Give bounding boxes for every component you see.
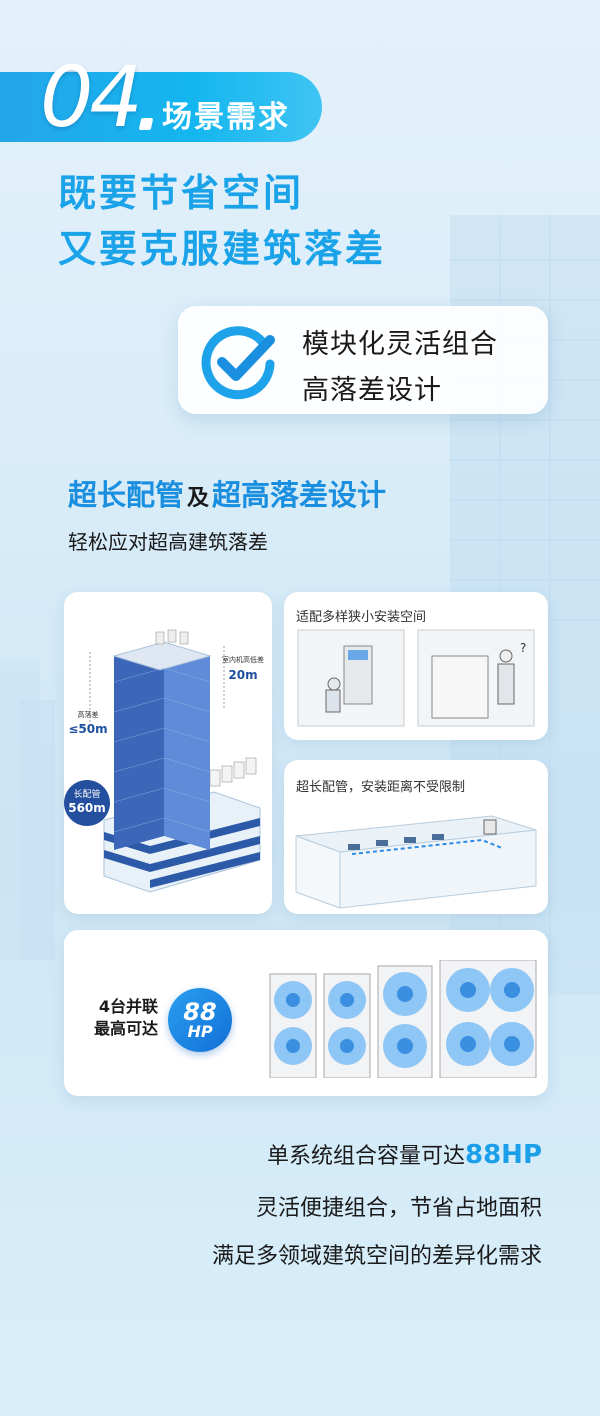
headline-line-2: 又要克服建筑落差: [58, 227, 387, 271]
indoor-diff-value: 20m: [228, 668, 258, 682]
building-card: 室内机高低差 20m 高落差 ≤50m 长配管 560m: [64, 592, 272, 914]
bottom-line-1-highlight: 88HP: [465, 1140, 542, 1170]
subtitle-join: 及: [187, 486, 210, 511]
number-dot: [138, 118, 154, 130]
space-card: 适配多样狭小安装空间 ?: [284, 592, 548, 740]
feature-line-1: 模块化灵活组合: [302, 329, 498, 360]
check-circle-icon: [201, 326, 275, 400]
pipe-label: 长配管: [73, 790, 101, 801]
indoor-diff-label: 室内机高低差: [222, 656, 264, 664]
headline-line-1: 既要节省空间: [58, 171, 305, 215]
subtitle-part-2: 超高落差设计: [212, 478, 387, 512]
pipe-card-title: 超长配管，安装距离不受限制: [296, 780, 466, 795]
section-number: 04: [40, 48, 143, 146]
hp-badge-unit: HP: [187, 1022, 213, 1041]
hp-caption-line-2: 最高可达: [93, 1019, 158, 1039]
section-title: 场景需求: [162, 100, 290, 135]
pipe-length-badge: 长配管 560m: [64, 780, 110, 826]
section-subtitle: 超长配管及超高落差设计: [68, 472, 386, 514]
subtitle-part-1: 超长配管: [68, 478, 185, 512]
narrow-space-illustration: ?: [297, 629, 535, 727]
bottom-line-2: 灵活便捷组合，节省占地面积: [255, 1196, 542, 1221]
space-card-title: 适配多样狭小安装空间: [296, 610, 427, 625]
section-banner: [0, 72, 322, 142]
hp-caption: 4台并联 最高可达: [82, 996, 158, 1041]
bottom-line-1: 单系统组合容量可达88HP: [267, 1138, 542, 1170]
section-description: 轻松应对超高建筑落差: [68, 530, 268, 554]
hp-caption-line-1: 4台并联: [98, 997, 158, 1016]
outdoor-units-illustration: [269, 960, 537, 1078]
drop-value: ≤50m: [68, 722, 108, 736]
bottom-line-3: 满足多领域建筑空间的差异化需求: [211, 1244, 542, 1269]
svg-text:?: ?: [520, 641, 526, 655]
hp-badge: 88 HP: [168, 988, 232, 1052]
drop-label: 高落差: [77, 711, 99, 719]
hp-badge-number: 88: [183, 998, 217, 1026]
bottom-line-1-text: 单系统组合容量可达: [266, 1144, 465, 1169]
building-illustration: [89, 629, 261, 893]
feature-line-2: 高落差设计: [302, 375, 442, 406]
long-pipe-illustration: [295, 815, 537, 909]
pipe-card: 超长配管，安装距离不受限制: [284, 760, 548, 914]
hp-card: [64, 930, 548, 1096]
pipe-value: 560m: [68, 801, 106, 816]
